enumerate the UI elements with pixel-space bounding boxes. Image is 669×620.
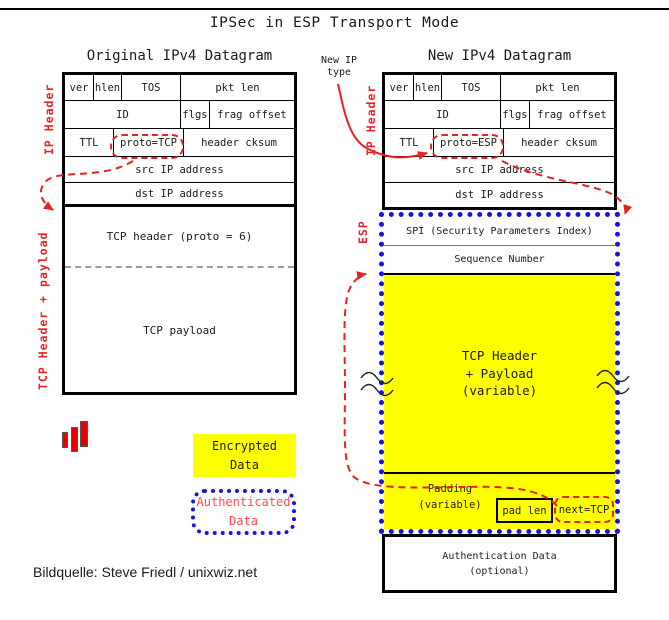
ip-header-side-label-right: IP Header [364,84,378,156]
table-row: dst IP address [65,183,294,207]
table-row: dst IP address [385,183,614,207]
cell-src-ip: src IP address [455,163,544,176]
cell-id: ID [65,101,181,128]
cell-header-cksum: header cksum [521,136,597,149]
cell-src-ip: src IP address [135,163,224,176]
esp-authenticated-region: SPI (Security Parameters Index) Sequence… [379,212,620,534]
tcp-header-section: TCP header (proto = 6) [65,207,294,268]
cell-frag-offset: frag offset [217,108,287,121]
proto-esp-highlight-oval [430,134,504,159]
tcp-payload-section: TCP payload [143,323,216,337]
new-datagram-title: New IPv4 Datagram [427,48,572,64]
next-header-box: next=TCP [554,496,614,523]
cell-hlen: hlen [94,75,122,100]
page-title: IPSec in ESP Transport Mode [209,15,460,31]
padding-section: Padding (variable) pad len next=TCP [384,474,615,529]
table-row: src IP address [385,157,614,183]
pad-len-box: pad len [496,498,553,523]
proto-tcp-highlight-oval [110,134,184,159]
cell-tos: TOS [122,75,181,100]
cell-frag-offset: frag offset [537,108,607,121]
cell-flgs: flgs [501,101,530,128]
image-source-caption: Bildquelle: Steve Friedl / unixwiz.net [33,564,258,580]
table-row: TTL proto=TCP header cksum [65,129,294,157]
cell-dst-ip: dst IP address [135,187,224,200]
table-row: ID flgs frag offset [65,101,294,129]
cell-header-cksum: header cksum [201,136,277,149]
encrypted-tcp-block: TCP Header + Payload (variable) [384,275,615,474]
cell-tos: TOS [442,75,501,100]
table-row: ver hlen TOS pkt len [385,75,614,101]
legend-encrypted-data: Encrypted Data [193,434,296,477]
new-ip-type-note: New IP type [320,55,358,78]
table-row: src IP address [65,157,294,183]
original-datagram-title: Original IPv4 Datagram [86,48,273,64]
table-row: ver hlen TOS pkt len [65,75,294,101]
cell-flgs: flgs [181,101,210,128]
table-row: ID flgs frag offset [385,101,614,129]
cell-pkt-len: pkt len [535,81,580,94]
cell-ttl: TTL [65,129,114,156]
padding-label: Padding (variable) [418,483,482,511]
top-divider [0,8,669,10]
sequence-number-row: Sequence Number [384,246,615,275]
spi-row: SPI (Security Parameters Index) [384,217,615,246]
logo-bar-icon [71,427,78,452]
cell-ver: ver [65,75,94,100]
authentication-data-box: Authentication Data (optional) [382,534,617,593]
cell-ttl: TTL [385,129,434,156]
cell-ver: ver [385,75,414,100]
tcp-payload-side-label: TCP Header + payload [36,231,50,391]
cell-dst-ip: dst IP address [455,189,544,201]
original-datagram-table: ver hlen TOS pkt len ID flgs frag offset… [62,72,297,395]
logo-bar-icon [80,421,88,447]
logo-bar-icon [62,432,68,448]
esp-side-label: ESP [356,220,370,244]
cell-id: ID [385,101,501,128]
cell-pkt-len: pkt len [215,81,260,94]
cell-hlen: hlen [414,75,442,100]
legend-authenticated-data: Authenticated Data [191,489,296,535]
ip-header-side-label-left: IP Header [42,83,56,155]
